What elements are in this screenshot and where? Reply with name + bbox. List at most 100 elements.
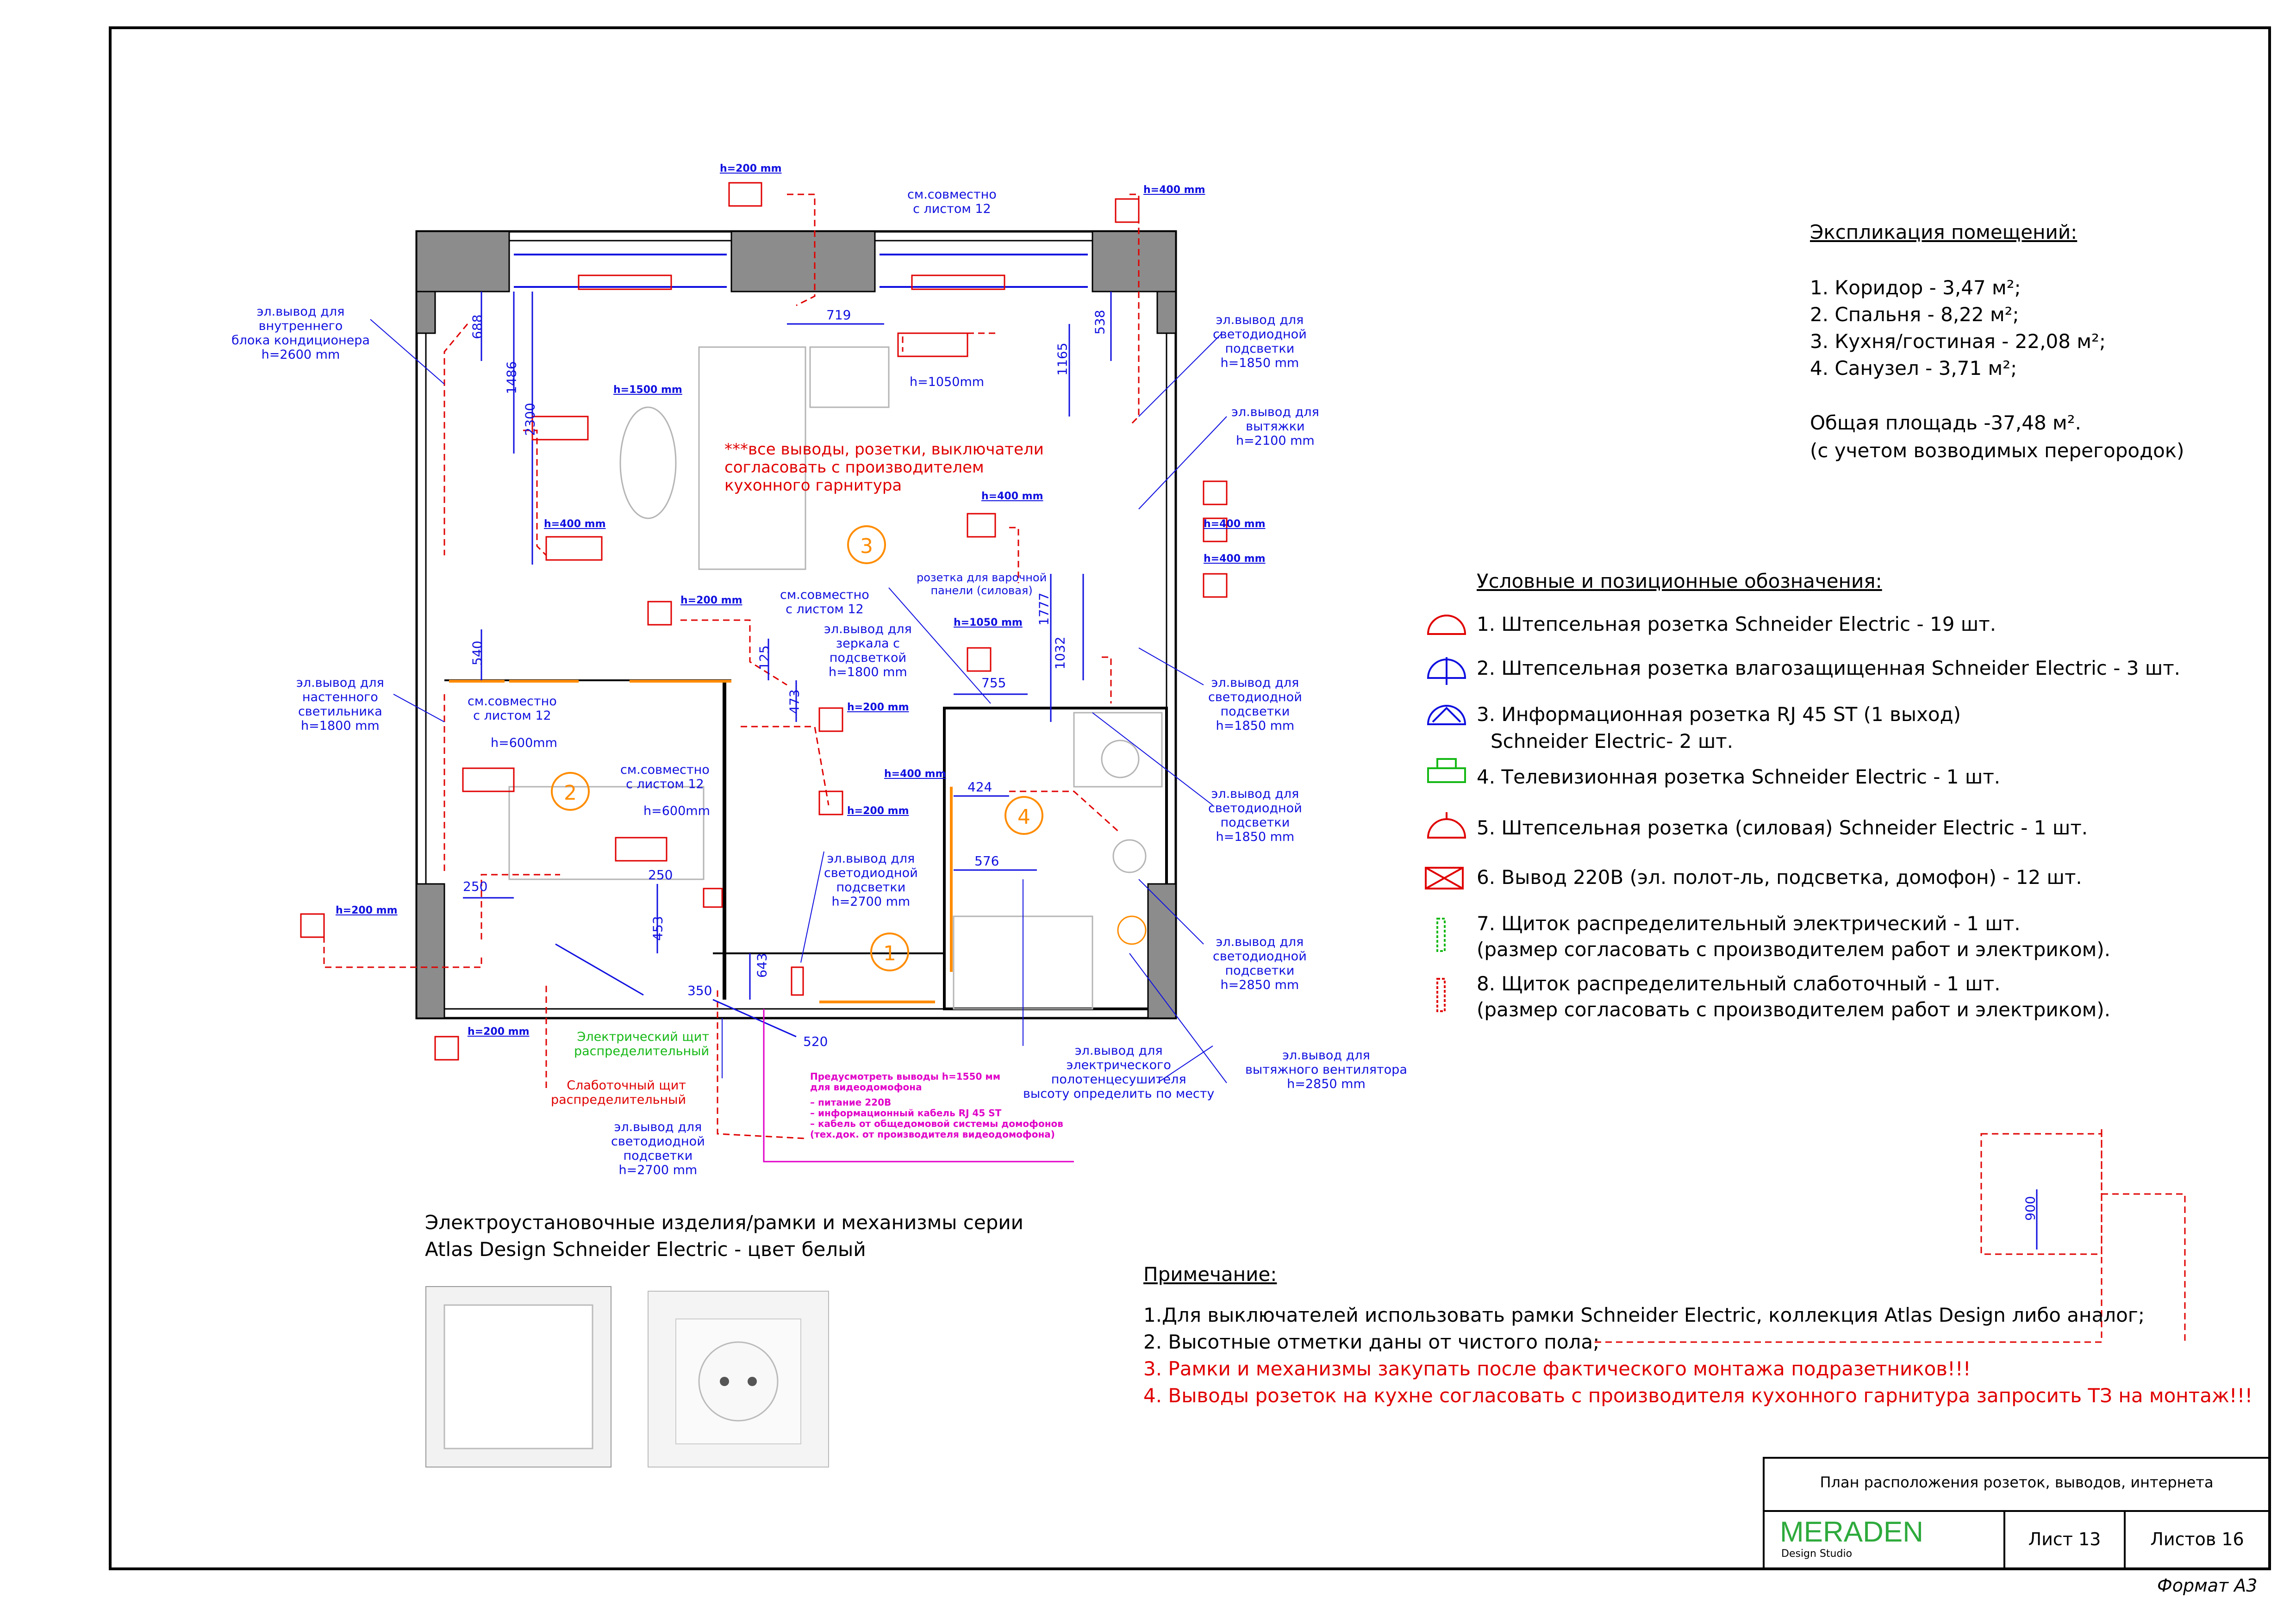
tv-socket-symbol [1427,758,1466,783]
total-area: Общая площадь -37,48 м². [1810,411,2081,434]
height-tag: h=200 mm [336,905,398,916]
legend-item-7: 7. Щиток распределительный электрический… [1477,912,2021,935]
leader-lines [370,319,1227,1083]
total-area-note: (с учетом возводимых перегородок) [1810,439,2184,462]
height-tag: h=1500 mm [613,384,682,396]
room-number-2: 2 [551,772,590,811]
wall-columns [416,230,1177,1019]
legend-item-2: 2. Штепсельная розетка влагозащищенная S… [1477,657,2181,679]
paper-format: Формат А3 [2157,1575,2258,1596]
legend-item-8-cont: (размер согласовать с производителем раб… [1477,998,2111,1021]
height-tag: h=400 mm [981,491,1043,502]
legend-item-8: 8. Щиток распределительный слаботочный -… [1477,972,2001,995]
height-tag: h=1050 mm [954,617,1023,628]
dimension-label: 473 [786,689,802,714]
legend-item-3-cont: Schneider Electric- 2 шт. [1491,730,1734,752]
legend-item-6: 6. Вывод 220В (эл. полот-ль, подсветка, … [1477,866,2082,889]
explication-item-4: 4. Санузел - 3,71 м²; [1810,357,2017,379]
explication-title: Экспликация помещений: [1810,221,2078,243]
legend-item-3: 3. Информационная розетка RJ 45 ST (1 вы… [1477,703,1961,726]
dimension-label: 125 [756,645,772,670]
explication-item-1: 1. Коридор - 3,47 м²; [1810,276,2021,299]
legend-symbols [1425,615,1466,1012]
dimension-label: 250 [463,879,488,894]
notes-title: Примечание: [1143,1263,1277,1286]
sheet-title: План расположения розеток, выводов, инте… [1820,1474,2214,1491]
electrical-panel-symbol [1436,918,1446,952]
dimension-label: 2300 [522,403,538,436]
doors [449,680,953,1003]
intercom-callout [763,1009,1074,1163]
dimension-lines [463,292,2038,1250]
height-tag: h=400 mm [884,768,946,780]
dimension-label: 350 [687,983,712,998]
note-1: 1.Для выключателей использовать рамки Sc… [1143,1304,2145,1326]
h600-b: h=600mm [643,804,710,818]
series-caption-line2: Atlas Design Schneider Electric - цвет б… [425,1238,866,1261]
height-tag: h=200 mm [720,163,782,174]
product-photos [425,1286,829,1468]
dimension-label: 453 [650,916,666,941]
dimension-label: 688 [469,314,485,339]
dimension-label: 424 [967,779,992,795]
height-tag: h=200 mm [847,805,909,817]
power-socket-symbol [1427,812,1466,839]
room-number-4: 4 [1004,796,1043,835]
explication-item-2: 2. Спальня - 8,22 м²; [1810,303,2019,326]
dimension-label: 643 [754,953,770,978]
legend-item-7-cont: (размер согласовать с производителем раб… [1477,938,2111,961]
note-3: 3. Рамки и механизмы закупать после факт… [1143,1357,1971,1380]
height-tag: h=200 mm [847,702,909,713]
socket-symbol [1427,615,1466,635]
dimension-label: 1777 [1036,592,1052,626]
dimension-label: 1165 [1054,342,1070,376]
dimension-label: 520 [803,1034,828,1049]
dimension-label: 1486 [504,361,519,394]
output-220-symbol [1425,867,1464,889]
sheets-total: Листов 16 [2150,1529,2244,1549]
h600-a: h=600mm [491,736,557,750]
dimension-label: 900 [2022,1196,2038,1221]
furniture [508,346,1163,1010]
title-block-frame [1763,1457,2271,1570]
room-number-1: 1 [870,933,909,971]
note-4: 4. Выводы розеток на кухне согласовать с… [1143,1384,2253,1407]
sheet-frame [109,26,2271,1570]
legend-item-5: 5. Штепсельная розетка (силовая) Schneid… [1477,816,2088,839]
dimension-label: 540 [469,640,485,665]
dimension-label: 576 [974,853,999,869]
h1050-top: h=1050mm [910,375,985,389]
height-tag: h=400 mm [1143,184,1205,196]
note-2: 2. Высотные отметки даны от чистого пола… [1143,1331,1600,1353]
waterproof-socket-symbol [1427,657,1466,685]
height-tag: h=200 mm [680,595,742,606]
height-tag: h=400 mm [1204,518,1266,530]
series-caption-line1: Электроустановочные изделия/рамки и меха… [425,1211,1023,1234]
legend-title: Условные и позиционные обозначения: [1477,570,1882,592]
dimension-label: 719 [826,307,851,323]
dimension-label: 755 [981,675,1006,690]
windows [514,254,1088,288]
low-current-panel-symbol [1436,978,1446,1012]
legend-item-4: 4. Телевизионная розетка Schneider Elect… [1477,765,2001,788]
